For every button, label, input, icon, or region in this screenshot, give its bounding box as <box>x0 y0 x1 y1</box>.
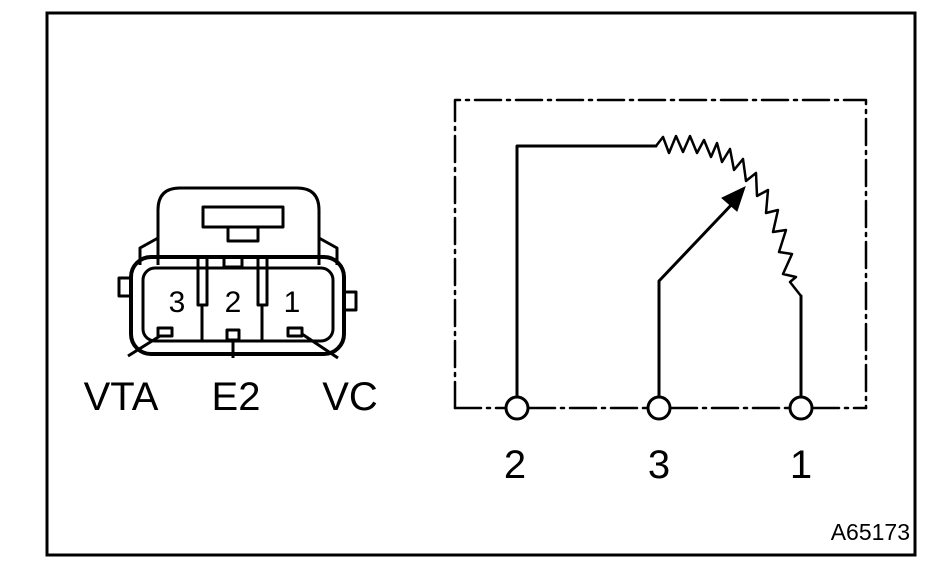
terminal-mark-3 <box>156 326 174 338</box>
connector-latch <box>156 186 321 265</box>
terminal-circle-2 <box>504 395 530 421</box>
outer-frame <box>45 11 917 557</box>
terminal-mark-1 <box>286 326 304 338</box>
connector-latch-tab <box>226 225 260 243</box>
wiper <box>657 199 737 398</box>
pin-number-3: 3 <box>169 286 186 319</box>
figure-code: A65173 <box>831 519 910 545</box>
wiper-arrowhead <box>721 186 746 212</box>
schematic-terminal-2: 2 <box>504 443 526 487</box>
schematic <box>453 98 868 410</box>
terminal-label-vc: VC <box>322 375 378 419</box>
leader-vc <box>301 332 339 360</box>
sensor-boundary <box>453 98 868 410</box>
cavity-divider-right <box>256 255 269 307</box>
terminal-label-vta: VTA <box>84 375 159 419</box>
resistor <box>654 134 803 298</box>
cavity-divider-left <box>196 255 209 307</box>
schematic-terminal-1: 1 <box>790 443 812 487</box>
pin-number-2: 2 <box>225 286 242 319</box>
connector-side-bump-left <box>117 276 133 298</box>
terminal-circle-1 <box>788 395 814 421</box>
connector <box>117 186 358 360</box>
leader-vta <box>127 334 161 358</box>
connector-side-bump-right <box>342 290 358 312</box>
wire-terminal-2 <box>515 144 658 398</box>
pin-number-1: 1 <box>284 286 301 319</box>
terminal-mark-2 <box>225 328 241 342</box>
terminal-label-e2: E2 <box>212 375 261 419</box>
connector-keyway <box>222 255 244 269</box>
terminal-circle-3 <box>646 395 672 421</box>
schematic-terminal-3: 3 <box>648 443 670 487</box>
connector-latch-slot <box>201 205 285 229</box>
